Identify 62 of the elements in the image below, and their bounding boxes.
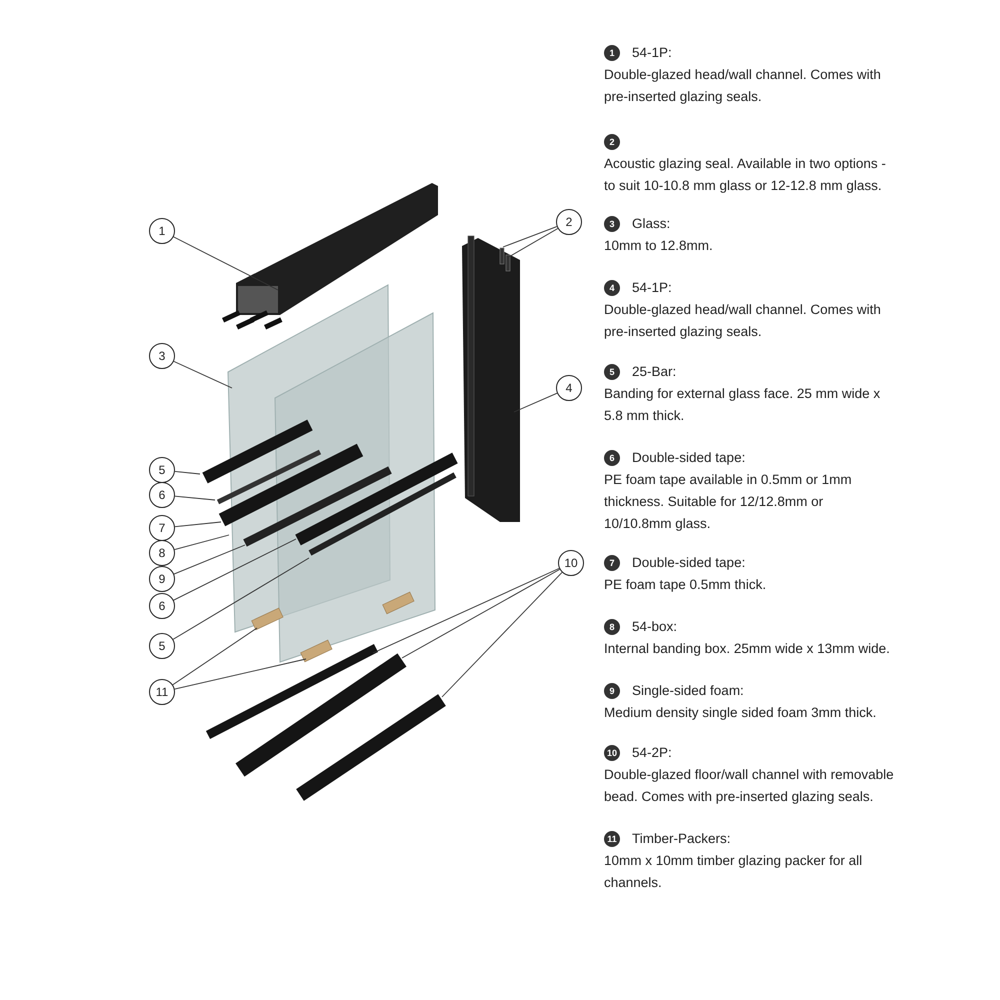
leader-line	[502, 226, 558, 248]
part-heading: Glass:	[632, 215, 670, 233]
leader-line	[174, 658, 306, 690]
part-description: PE foam tape available in 0.5mm or 1mm thickness. Suitable for 12/12.8mm or 10/10.8mm glass.	[604, 471, 853, 533]
part-description: Banding for external glass face. 25 mm wide x 5.8 mm thick.	[604, 385, 882, 425]
part-heading: Double-sided tape:	[632, 554, 746, 572]
part-heading: 25-Bar:	[632, 363, 676, 381]
callout-number: 4	[556, 375, 582, 401]
number-badge: 8	[604, 619, 620, 635]
leader-line	[174, 534, 230, 550]
callout-number: 8	[149, 540, 175, 566]
callout-number: 9	[149, 566, 175, 592]
callout-number: 11	[149, 679, 175, 705]
part-heading: Timber-Packers:	[632, 830, 731, 848]
part-heading: Single-sided foam:	[632, 682, 744, 700]
callout-number: 5	[149, 457, 175, 483]
number-badge: 11	[604, 831, 620, 847]
number-badge: 7	[604, 555, 620, 571]
part-heading: 54-box:	[632, 618, 678, 636]
leader-line	[174, 522, 222, 528]
leader-line	[174, 544, 246, 575]
number-badge: 9	[604, 683, 620, 699]
number-badge: 1	[604, 45, 620, 61]
leader-line	[173, 236, 278, 290]
number-badge: 10	[604, 745, 620, 761]
leader-line	[172, 628, 258, 686]
leader-line	[172, 558, 310, 640]
leader-line	[402, 568, 560, 658]
leader-line	[372, 568, 560, 654]
callout-number: 7	[149, 515, 175, 541]
callout-number: 3	[149, 343, 175, 369]
callout-number: 1	[149, 218, 175, 244]
part-heading: 54-1P:	[632, 44, 672, 62]
leader-line	[174, 496, 216, 500]
leader-line	[442, 572, 562, 698]
part-description: 10mm x 10mm timber glazing packer for all channels.	[604, 852, 864, 892]
leader-line	[173, 360, 232, 388]
callout-number: 2	[556, 209, 582, 235]
part-description: Medium density single sided foam 3mm thick.	[604, 704, 878, 722]
leader-line	[174, 470, 200, 474]
leader-line	[514, 392, 558, 412]
leader-line	[173, 538, 296, 601]
callout-number: 6	[149, 482, 175, 508]
leader-line	[506, 228, 558, 258]
part-description: Internal banding box. 25mm wide x 13mm wide.	[604, 640, 891, 658]
number-badge: 2	[604, 134, 620, 150]
number-badge: 6	[604, 450, 620, 466]
part-heading: 54-2P:	[632, 744, 672, 762]
number-badge: 4	[604, 280, 620, 296]
part-heading: Double-sided tape:	[632, 449, 746, 467]
part-heading: 54-1P:	[632, 279, 672, 297]
part-description: 10mm to 12.8mm.	[604, 237, 714, 255]
number-badge: 3	[604, 216, 620, 232]
callout-number: 5	[149, 633, 175, 659]
part-description: Double-glazed floor/wall channel with removable bead. Comes with pre-inserted glazing seals.	[604, 766, 894, 806]
callout-number: 10	[558, 550, 584, 576]
callout-number: 6	[149, 593, 175, 619]
part-description: PE foam tape 0.5mm thick.	[604, 576, 768, 594]
part-description: Double-glazed head/wall channel. Comes with pre-inserted glazing seals.	[604, 66, 882, 106]
part-description: Double-glazed head/wall channel. Comes with pre-inserted glazing seals.	[604, 301, 882, 341]
part-description: Acoustic glazing seal. Available in two options - to suit 10-10.8 mm glass or 12-12.8 mm glass.	[604, 155, 887, 195]
number-badge: 5	[604, 364, 620, 380]
